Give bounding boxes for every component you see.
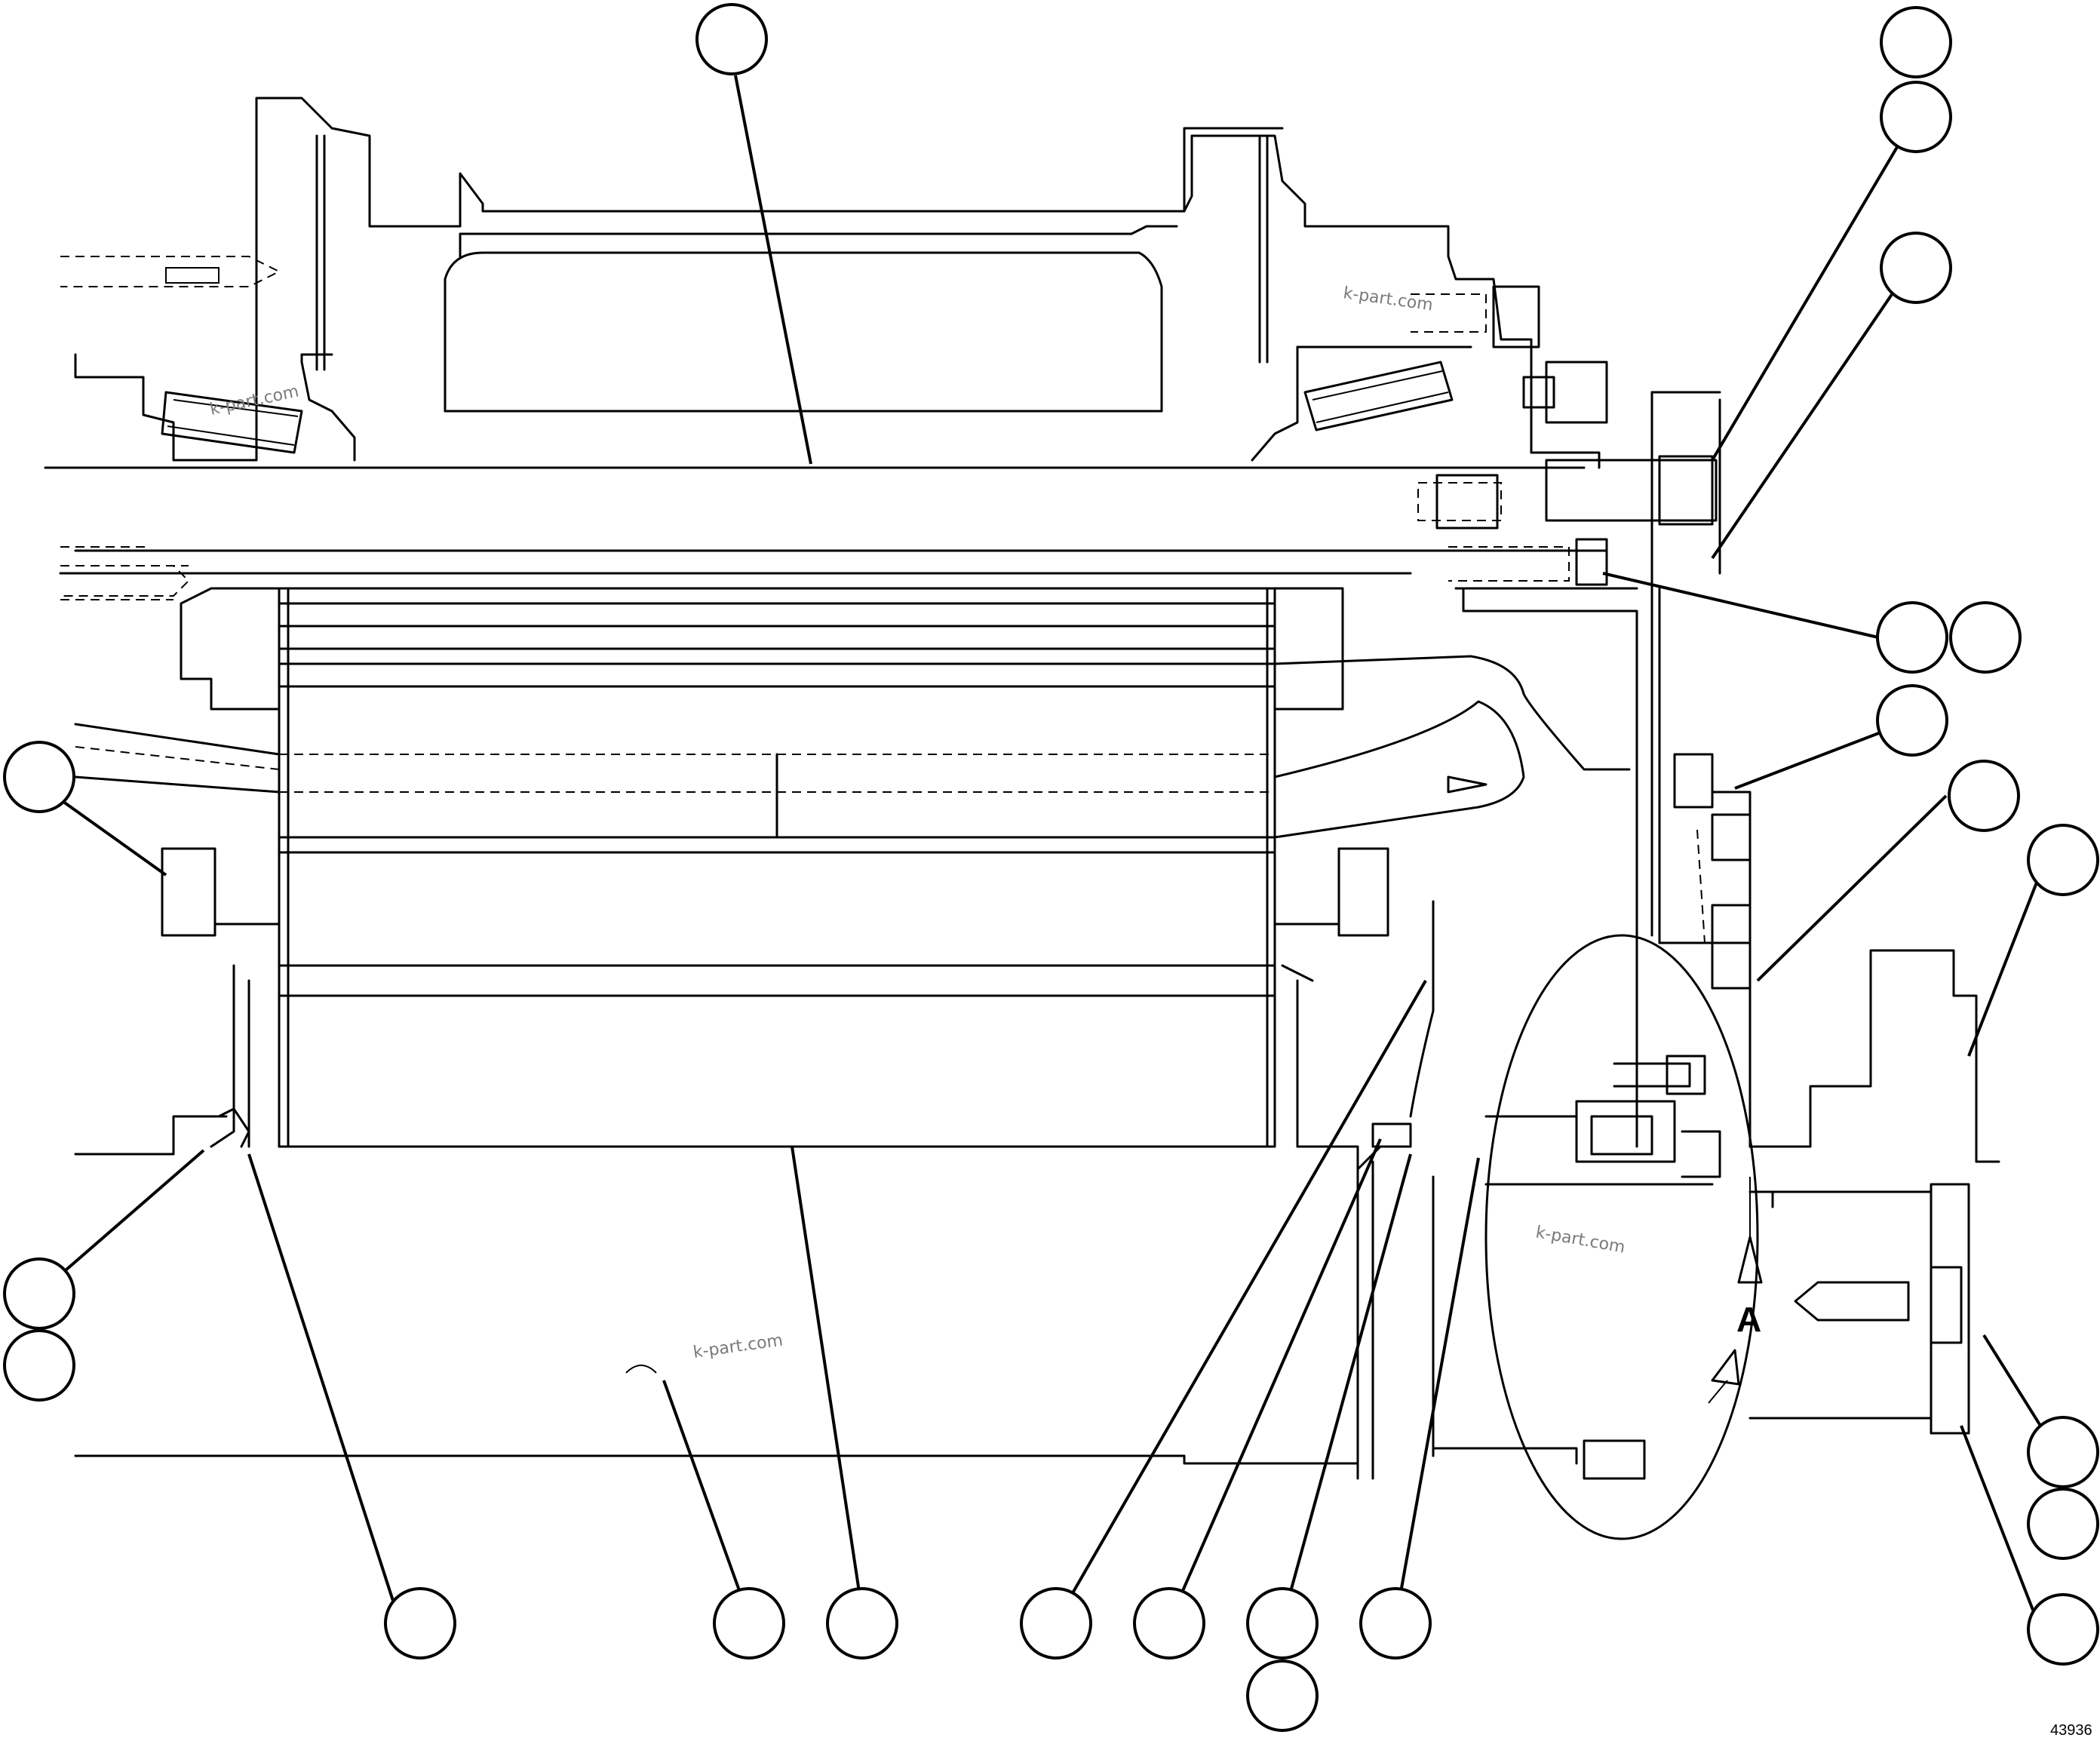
callout-balloon: [1876, 684, 1948, 757]
leader-lines: [59, 75, 2042, 1630]
drawing-number: 43936: [2050, 1722, 2092, 1739]
right-taper-bearing: [1251, 345, 1472, 462]
cover-bolts: [1411, 285, 1718, 586]
callout-balloon: [1948, 760, 2020, 832]
stator-pack: [278, 587, 1276, 1148]
callout-balloon: [1880, 232, 1952, 304]
callout-balloon: [713, 1587, 785, 1660]
detail-a-region: [1484, 934, 1759, 1540]
left-spline-drive: [60, 256, 281, 597]
output-flange: [1748, 1183, 1970, 1435]
speed-sensor: [1673, 753, 1752, 1012]
output-shaft: [74, 1160, 1578, 1480]
callout-balloon: [1880, 81, 1952, 153]
callout-balloon: [1949, 601, 2022, 674]
callout-balloon: [3, 1329, 75, 1402]
callout-balloon: [3, 1257, 75, 1330]
watermark-text: k-part.com: [692, 1331, 784, 1362]
housing-inner-chamber: [444, 251, 1163, 413]
coil-blocks: [161, 847, 1389, 937]
callout-balloons: [3, 3, 2099, 1732]
callout-balloon: [1880, 6, 1952, 78]
callout-balloon: [2027, 1593, 2099, 1666]
callout-balloon: [1020, 1587, 1092, 1660]
end-windings: [74, 587, 1631, 839]
watermarks: k-part.com k-part.com k-part.com k-part.…: [208, 284, 1626, 1362]
callout-balloon: [3, 741, 75, 813]
callout-balloon: [2027, 1488, 2099, 1560]
callout-balloon: [1133, 1587, 1205, 1660]
callout-balloon: [695, 3, 768, 75]
callout-balloon: [1246, 1660, 1319, 1732]
callout-balloon: [1246, 1587, 1319, 1660]
surface-tick: [625, 1365, 657, 1374]
watermark-text: k-part.com: [1534, 1223, 1626, 1257]
left-taper-bearing: [161, 353, 356, 462]
detail-a-marker: A: [1708, 1177, 1763, 1404]
callout-balloon: [826, 1587, 898, 1660]
callout-balloon: [384, 1587, 456, 1660]
callout-balloon: [1359, 1587, 1432, 1660]
detail-a-label: A: [1736, 1300, 1761, 1339]
callout-balloon: [1876, 601, 1948, 674]
callout-balloon: [2027, 824, 2099, 896]
sensor-wire: [1371, 900, 1435, 1148]
watermark-text: k-part.com: [208, 382, 300, 419]
watermark-text: k-part.com: [1342, 284, 1434, 315]
callout-balloon: [2027, 1416, 2099, 1488]
rotor-lower-hub: [74, 964, 1412, 1171]
shaft-band: [59, 466, 1608, 600]
